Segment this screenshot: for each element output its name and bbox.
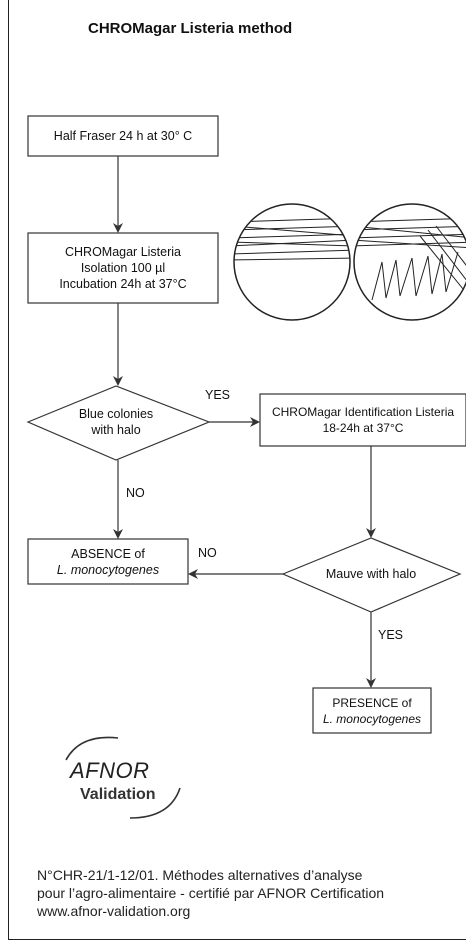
footer-line-2: pour l’agro-alimentaire - certifié par A… <box>37 885 385 901</box>
frame-border-bottom <box>8 939 466 940</box>
blue-colonies-label: Blue colonies with halo <box>46 398 186 446</box>
footer-line-3: www.afnor-validation.org <box>37 903 191 919</box>
afnor-logo-name: AFNOR <box>70 758 150 783</box>
identification-box <box>259 393 466 447</box>
afnor-logo-sub: Validation <box>80 786 156 803</box>
absence-box <box>27 538 189 585</box>
identification-label: CHROMagar Identification Listeria 18-24h… <box>260 394 466 446</box>
blue-colonies-line-1: Blue colonies <box>78 407 154 421</box>
absence-line-1: ABSENCE of <box>71 546 145 561</box>
absence-line-2: L. monocytogenes <box>56 562 160 577</box>
half-fraser-label: Half Fraser 24 h at 30° C <box>28 116 218 156</box>
blue-colonies-line-2: with halo <box>91 423 141 437</box>
presence-label: PRESENCE of L. monocytogenes <box>313 688 431 733</box>
footer-line-1: N°CHR-21/1-12/01. Méthodes alternatives … <box>37 867 363 883</box>
petri-dish-illustration-2 <box>353 203 466 321</box>
chromagar-isolation-label: CHROMagar Listeria Isolation 100 µl Incu… <box>28 233 218 303</box>
branch-label-yes-1: YES <box>205 388 231 402</box>
identification-line-1: CHROMagar Identification Listeria <box>271 405 455 419</box>
isolation-line-1: CHROMagar Listeria <box>64 245 181 259</box>
petri-dish-illustration-1 <box>233 203 351 321</box>
branch-label-yes-2: YES <box>378 628 404 642</box>
mauve-text: Mauve with halo <box>325 567 417 581</box>
identification-line-2: 18-24h at 37°C <box>322 421 404 435</box>
frame-border-left <box>8 0 9 940</box>
absence-label: ABSENCE of L. monocytogenes <box>28 539 188 584</box>
mauve-diamond <box>281 537 462 613</box>
half-fraser-text: Half Fraser 24 h at 30° C <box>53 129 193 143</box>
chromagar-isolation-box <box>27 232 219 304</box>
isolation-line-3: Incubation 24h at 37°C <box>59 277 187 291</box>
footer-text: N°CHR-21/1-12/01. Méthodes alternatives … <box>37 866 457 920</box>
isolation-line-2: Isolation 100 µl <box>80 261 166 275</box>
half-fraser-box <box>27 115 219 157</box>
presence-line-2: L. monocytogenes <box>322 711 422 726</box>
branch-label-no-1: NO <box>126 486 145 500</box>
branch-label-no-2: NO <box>198 546 217 560</box>
afnor-logo-mark <box>65 736 181 819</box>
page-title: CHROMagar Listeria method <box>88 20 293 37</box>
mauve-label: Mauve with halo <box>300 560 442 588</box>
presence-box <box>312 687 432 734</box>
presence-line-1: PRESENCE of <box>332 695 412 710</box>
